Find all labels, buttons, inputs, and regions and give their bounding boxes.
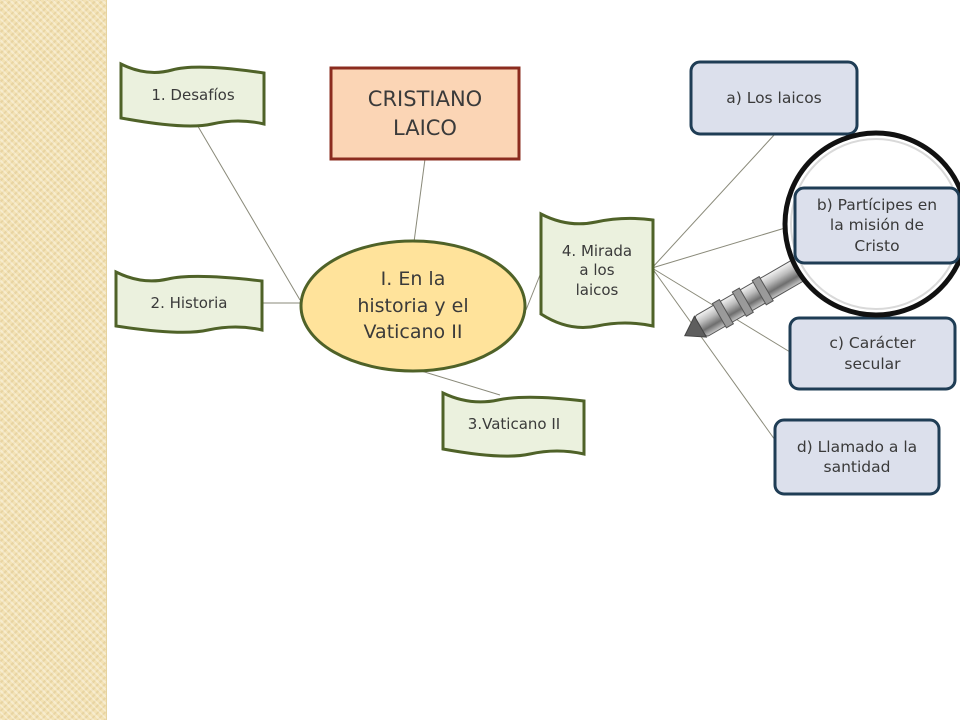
flag-vaticano[interactable] (441, 390, 586, 458)
subitem-d-box[interactable] (773, 418, 941, 496)
flag-desafios-label: 1. Desafíos (151, 86, 235, 105)
connector-mirada (525, 274, 541, 311)
connector-a (651, 133, 776, 269)
title-box[interactable] (329, 66, 521, 161)
flag-mirada[interactable] (539, 211, 655, 329)
left-decorative-strip (0, 0, 107, 720)
subitem-b-label: b) Partícipes en la misión de Cristo (816, 196, 938, 255)
connector-b (651, 224, 796, 269)
center-topic-label: I. En la historia y el Vaticano II (357, 268, 469, 344)
connector-desafios (195, 122, 301, 301)
center-ellipse[interactable] (299, 239, 527, 373)
connector-d (651, 267, 776, 441)
subitem-c-box[interactable] (788, 316, 957, 391)
subitem-a-box[interactable] (689, 60, 859, 136)
flag-mirada-label: 4. Mirada a los laicos (561, 241, 633, 299)
connector-title (413, 158, 426, 243)
flag-historia[interactable] (114, 269, 264, 334)
diagram-title: CRISTIANO LAICO (367, 87, 483, 140)
flag-historia-label: 2. Historia (150, 294, 228, 313)
flag-vaticano-label: 3.Vaticano II (467, 415, 561, 434)
subitem-b-box[interactable] (793, 186, 960, 265)
flag-desafios[interactable] (119, 61, 266, 128)
connector-vaticano (417, 369, 501, 396)
subitem-a-label: a) Los laicos (726, 88, 822, 107)
subitem-d-label: d) Llamado a la santidad (796, 437, 918, 476)
subitem-c-label: c) Carácter secular (829, 334, 916, 373)
